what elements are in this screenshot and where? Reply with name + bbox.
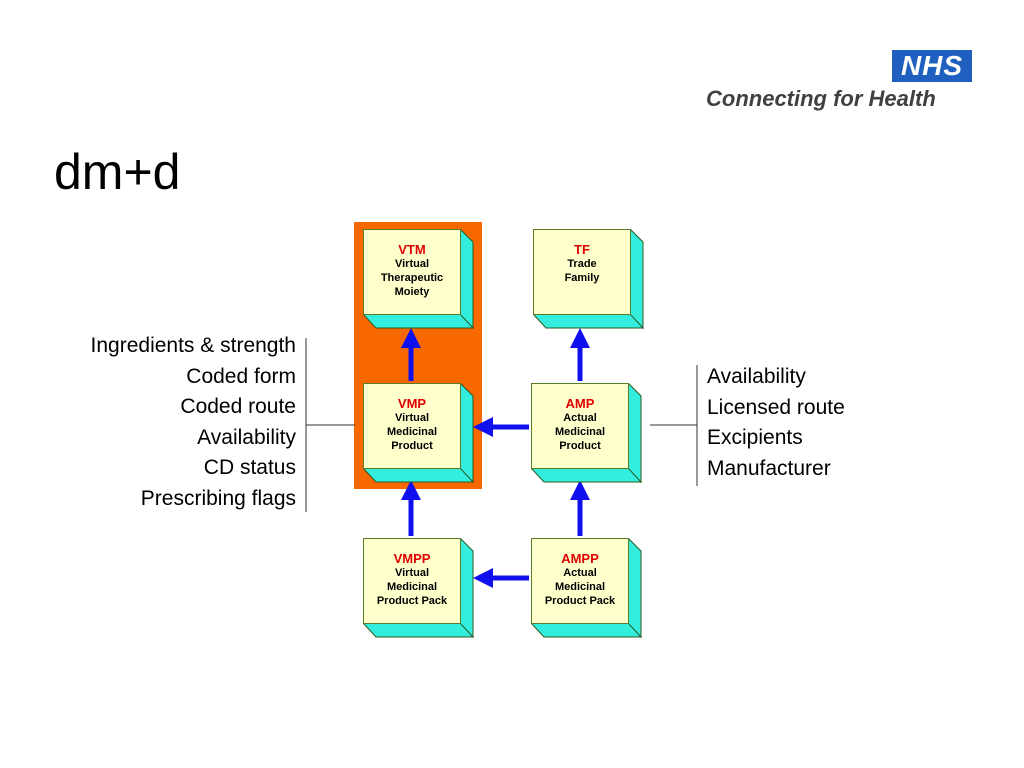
node-description-line: Family xyxy=(564,272,600,284)
amp-attribute: Manufacturer xyxy=(707,456,831,480)
amp-attribute-list: Availability Licensed route Excipients M… xyxy=(707,362,845,484)
vmp-attribute: CD status xyxy=(203,456,296,479)
vmp-attribute: Availability xyxy=(197,425,296,449)
node-abbreviation: AMPP xyxy=(561,551,599,566)
node-description-line: Medicinal xyxy=(386,426,438,438)
box-side-shading xyxy=(533,229,645,330)
node-abbreviation: AMP xyxy=(565,396,595,411)
node-description-line: Moiety xyxy=(394,286,430,298)
amp-attribute: Licensed route xyxy=(707,395,845,419)
node-description-line: Virtual xyxy=(394,258,430,270)
box-side-shading xyxy=(363,229,475,330)
node-abbreviation: VMPP xyxy=(393,551,431,566)
vmp-attribute: Coded route xyxy=(180,395,296,418)
node-description-line: Medicinal xyxy=(554,426,606,438)
nhs-badge: NHS xyxy=(892,50,972,82)
amp-attribute: Availability xyxy=(707,365,806,388)
vmp-attribute: Ingredients & strength xyxy=(90,334,296,357)
node-description-line: Virtual xyxy=(394,567,430,579)
node-description-line: Product Pack xyxy=(376,595,448,607)
node-description-line: Actual xyxy=(563,567,597,579)
node-description-line: Actual xyxy=(563,412,597,424)
vmp-attribute: Prescribing flags xyxy=(140,486,296,510)
node-description-line: Virtual xyxy=(394,412,430,424)
nhs-logo: NHS Connecting for Health xyxy=(700,50,980,115)
node-abbreviation: VTM xyxy=(398,242,426,257)
box-side-shading xyxy=(363,538,475,639)
box-side-shading xyxy=(531,383,643,484)
node-description-line: Medicinal xyxy=(386,581,438,593)
node-description-line: Trade xyxy=(567,258,597,270)
node-description-line: Therapeutic xyxy=(380,272,444,284)
vmp-attribute: Coded form xyxy=(186,364,296,388)
node-description-line: Medicinal xyxy=(554,581,606,593)
node-abbreviation: TF xyxy=(574,242,590,257)
amp-attribute: Excipients xyxy=(707,426,803,449)
node-description-line: Product Pack xyxy=(544,595,616,607)
box-side-shading xyxy=(363,383,475,484)
page-title: dm+d xyxy=(54,144,181,200)
node-description-line: Product xyxy=(559,440,601,452)
node-abbreviation: VMP xyxy=(397,396,427,411)
node-description-line: Product xyxy=(391,440,433,452)
vmp-attribute-list: Ingredients & strength Coded form Coded … xyxy=(91,331,296,514)
logo-tagline: Connecting for Health xyxy=(706,86,936,111)
